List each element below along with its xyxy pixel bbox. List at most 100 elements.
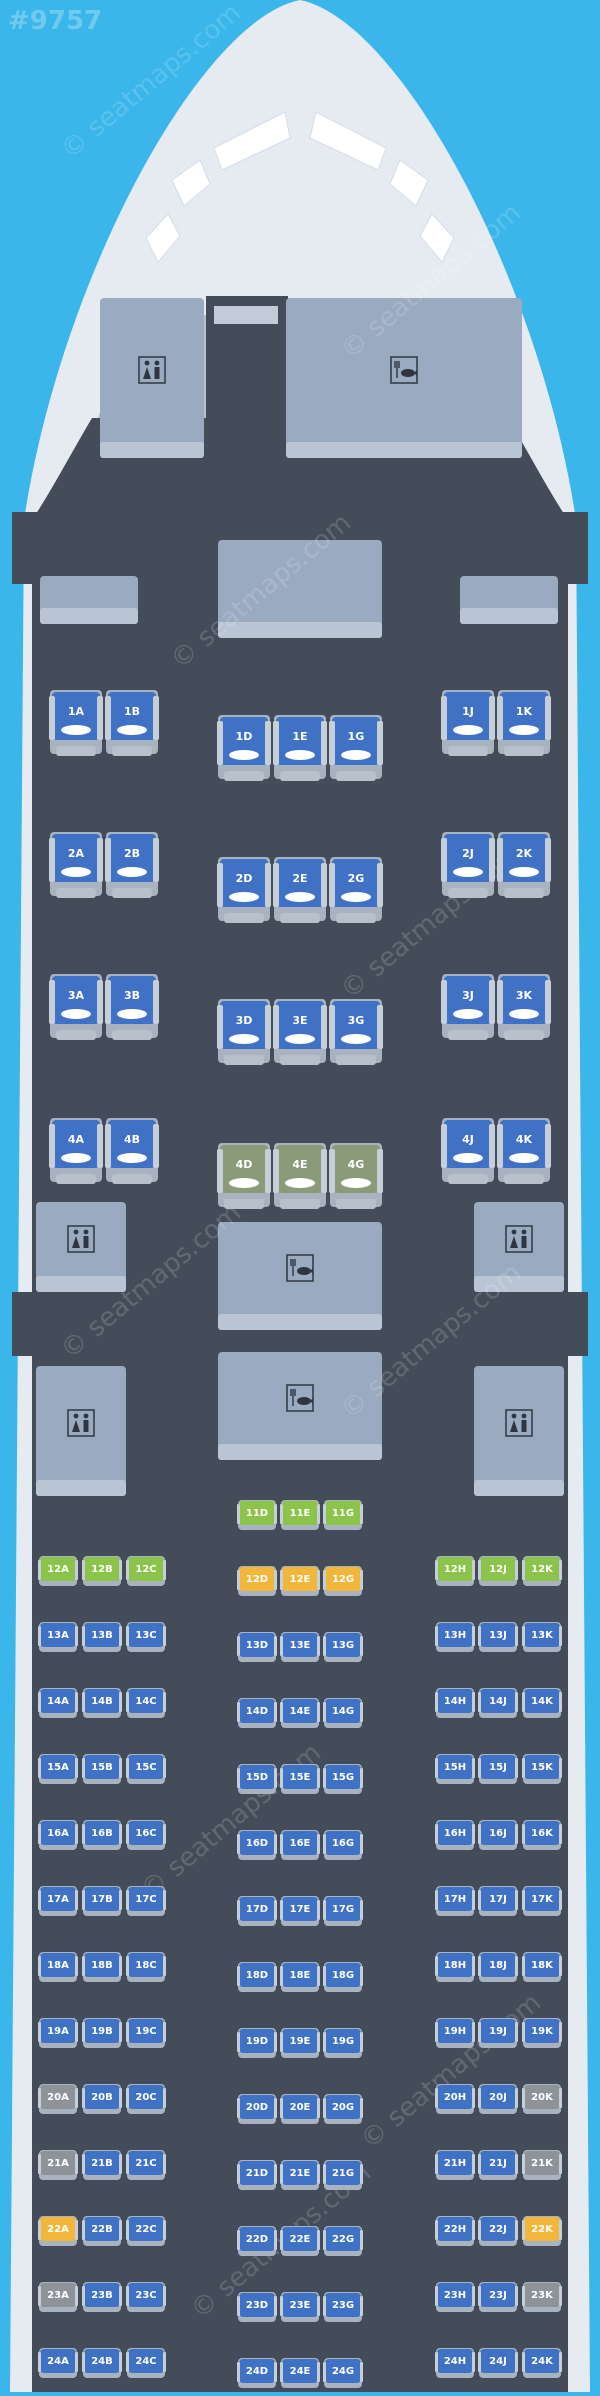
seat-18B[interactable]: 18B bbox=[82, 1952, 122, 1982]
seat-2D[interactable]: 2D bbox=[217, 857, 271, 923]
seat-16J[interactable]: 16J bbox=[478, 1820, 518, 1850]
seat-14A[interactable]: 14A bbox=[38, 1688, 78, 1718]
seat-17J[interactable]: 17J bbox=[478, 1886, 518, 1916]
seat-20C[interactable]: 20C bbox=[126, 2084, 166, 2114]
seat-14E[interactable]: 14E bbox=[280, 1698, 320, 1728]
seat-17K[interactable]: 17K bbox=[522, 1886, 562, 1916]
seat-4J[interactable]: 4J bbox=[441, 1118, 495, 1184]
seat-14B[interactable]: 14B bbox=[82, 1688, 122, 1718]
seat-17H[interactable]: 17H bbox=[435, 1886, 475, 1916]
seat-19D[interactable]: 19D bbox=[237, 2028, 277, 2058]
seat-12B[interactable]: 12B bbox=[82, 1556, 122, 1586]
seat-13D[interactable]: 13D bbox=[237, 1632, 277, 1662]
seat-16C[interactable]: 16C bbox=[126, 1820, 166, 1850]
seat-20J[interactable]: 20J bbox=[478, 2084, 518, 2114]
seat-17E[interactable]: 17E bbox=[280, 1896, 320, 1926]
seat-14C[interactable]: 14C bbox=[126, 1688, 166, 1718]
seat-21B[interactable]: 21B bbox=[82, 2150, 122, 2180]
seat-13J[interactable]: 13J bbox=[478, 1622, 518, 1652]
seat-15C[interactable]: 15C bbox=[126, 1754, 166, 1784]
seat-13B[interactable]: 13B bbox=[82, 1622, 122, 1652]
seat-1K[interactable]: 1K bbox=[497, 690, 551, 756]
seat-16H[interactable]: 16H bbox=[435, 1820, 475, 1850]
seat-15B[interactable]: 15B bbox=[82, 1754, 122, 1784]
seat-12D[interactable]: 12D bbox=[237, 1566, 277, 1596]
seat-2A[interactable]: 2A bbox=[49, 832, 103, 898]
seat-23E[interactable]: 23E bbox=[280, 2292, 320, 2322]
seat-18D[interactable]: 18D bbox=[237, 1962, 277, 1992]
seat-16B[interactable]: 16B bbox=[82, 1820, 122, 1850]
seat-12K[interactable]: 12K bbox=[522, 1556, 562, 1586]
seat-14K[interactable]: 14K bbox=[522, 1688, 562, 1718]
seat-24D[interactable]: 24D bbox=[237, 2358, 277, 2388]
seat-4A[interactable]: 4A bbox=[49, 1118, 103, 1184]
seat-14D[interactable]: 14D bbox=[237, 1698, 277, 1728]
seat-24G[interactable]: 24G bbox=[323, 2358, 363, 2388]
seat-17G[interactable]: 17G bbox=[323, 1896, 363, 1926]
seat-17A[interactable]: 17A bbox=[38, 1886, 78, 1916]
seat-18A[interactable]: 18A bbox=[38, 1952, 78, 1982]
seat-4B[interactable]: 4B bbox=[105, 1118, 159, 1184]
seat-21J[interactable]: 21J bbox=[478, 2150, 518, 2180]
seat-21H[interactable]: 21H bbox=[435, 2150, 475, 2180]
seat-24C[interactable]: 24C bbox=[126, 2348, 166, 2378]
seat-13H[interactable]: 13H bbox=[435, 1622, 475, 1652]
seat-1B[interactable]: 1B bbox=[105, 690, 159, 756]
seat-24B[interactable]: 24B bbox=[82, 2348, 122, 2378]
seat-13E[interactable]: 13E bbox=[280, 1632, 320, 1662]
seat-1G[interactable]: 1G bbox=[329, 715, 383, 781]
seat-11G[interactable]: 11G bbox=[323, 1500, 363, 1530]
seat-21D[interactable]: 21D bbox=[237, 2160, 277, 2190]
seat-24A[interactable]: 24A bbox=[38, 2348, 78, 2378]
seat-3B[interactable]: 3B bbox=[105, 974, 159, 1040]
seat-13C[interactable]: 13C bbox=[126, 1622, 166, 1652]
seat-18G[interactable]: 18G bbox=[323, 1962, 363, 1992]
seat-14H[interactable]: 14H bbox=[435, 1688, 475, 1718]
seat-22A[interactable]: 22A bbox=[38, 2216, 78, 2246]
seat-2K[interactable]: 2K bbox=[497, 832, 551, 898]
seat-1A[interactable]: 1A bbox=[49, 690, 103, 756]
seat-17C[interactable]: 17C bbox=[126, 1886, 166, 1916]
seat-15H[interactable]: 15H bbox=[435, 1754, 475, 1784]
seat-21A[interactable]: 21A bbox=[38, 2150, 78, 2180]
seat-12E[interactable]: 12E bbox=[280, 1566, 320, 1596]
seat-11E[interactable]: 11E bbox=[280, 1500, 320, 1530]
seat-1J[interactable]: 1J bbox=[441, 690, 495, 756]
seat-15E[interactable]: 15E bbox=[280, 1764, 320, 1794]
seat-19C[interactable]: 19C bbox=[126, 2018, 166, 2048]
seat-21G[interactable]: 21G bbox=[323, 2160, 363, 2190]
seat-4E[interactable]: 4E bbox=[273, 1143, 327, 1209]
seat-22H[interactable]: 22H bbox=[435, 2216, 475, 2246]
seat-13G[interactable]: 13G bbox=[323, 1632, 363, 1662]
seat-3J[interactable]: 3J bbox=[441, 974, 495, 1040]
seat-24H[interactable]: 24H bbox=[435, 2348, 475, 2378]
seat-19J[interactable]: 19J bbox=[478, 2018, 518, 2048]
seat-23J[interactable]: 23J bbox=[478, 2282, 518, 2312]
seat-17D[interactable]: 17D bbox=[237, 1896, 277, 1926]
seat-20B[interactable]: 20B bbox=[82, 2084, 122, 2114]
seat-23B[interactable]: 23B bbox=[82, 2282, 122, 2312]
seat-18K[interactable]: 18K bbox=[522, 1952, 562, 1982]
seat-12A[interactable]: 12A bbox=[38, 1556, 78, 1586]
seat-2B[interactable]: 2B bbox=[105, 832, 159, 898]
seat-2G[interactable]: 2G bbox=[329, 857, 383, 923]
seat-20H[interactable]: 20H bbox=[435, 2084, 475, 2114]
seat-13A[interactable]: 13A bbox=[38, 1622, 78, 1652]
seat-15K[interactable]: 15K bbox=[522, 1754, 562, 1784]
seat-16A[interactable]: 16A bbox=[38, 1820, 78, 1850]
seat-19K[interactable]: 19K bbox=[522, 2018, 562, 2048]
seat-22J[interactable]: 22J bbox=[478, 2216, 518, 2246]
seat-1E[interactable]: 1E bbox=[273, 715, 327, 781]
seat-12H[interactable]: 12H bbox=[435, 1556, 475, 1586]
seat-4G[interactable]: 4G bbox=[329, 1143, 383, 1209]
seat-3K[interactable]: 3K bbox=[497, 974, 551, 1040]
seat-20D[interactable]: 20D bbox=[237, 2094, 277, 2124]
seat-22G[interactable]: 22G bbox=[323, 2226, 363, 2256]
seat-19B[interactable]: 19B bbox=[82, 2018, 122, 2048]
seat-1D[interactable]: 1D bbox=[217, 715, 271, 781]
seat-4D[interactable]: 4D bbox=[217, 1143, 271, 1209]
seat-24E[interactable]: 24E bbox=[280, 2358, 320, 2388]
seat-15J[interactable]: 15J bbox=[478, 1754, 518, 1784]
seat-19G[interactable]: 19G bbox=[323, 2028, 363, 2058]
seat-21E[interactable]: 21E bbox=[280, 2160, 320, 2190]
